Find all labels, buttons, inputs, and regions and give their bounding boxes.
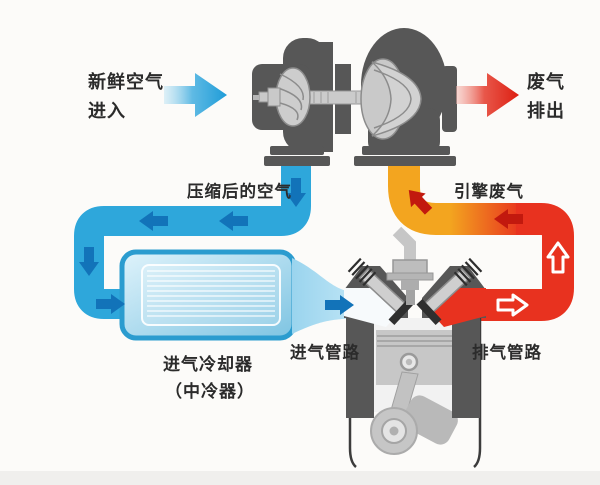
label-engine-exhaust: 引擎废气 [454, 181, 524, 201]
label-intercooler-1: 进气冷却器 [163, 354, 253, 374]
label-intercooler-2: （中冷器） [165, 381, 255, 401]
intercooler-fins [147, 270, 275, 317]
spark-plug [386, 226, 434, 305]
background-band [0, 471, 600, 485]
turbine-wheel [360, 58, 422, 140]
label-fresh-air-1: 新鲜空气 [88, 71, 164, 92]
label-fresh-air-2: 进入 [88, 101, 126, 121]
exhaust-valve [416, 257, 483, 325]
compressed-air-pipe [74, 163, 311, 319]
cylinder-wall-left [346, 314, 374, 418]
cylinder-wall-right [452, 314, 480, 418]
compressor-wheel [253, 67, 311, 127]
intercooler [119, 249, 297, 341]
connecting-rod-crankshaft [370, 371, 458, 455]
intake-valve [347, 257, 414, 325]
label-compressed-air: 压缩后的空气 [187, 181, 292, 201]
exhaust-port [432, 288, 486, 327]
turbocharger [252, 28, 457, 166]
engine-cylinder [344, 226, 486, 468]
label-intake-pipe: 进气管路 [290, 342, 360, 362]
label-exhaust-pipe: 排气管路 [472, 342, 542, 362]
cooled-air-funnel [292, 258, 354, 334]
label-exhaust-out-2: 排出 [527, 100, 565, 121]
intake-port [344, 288, 398, 327]
label-exhaust-out-1: 废气 [527, 71, 565, 92]
